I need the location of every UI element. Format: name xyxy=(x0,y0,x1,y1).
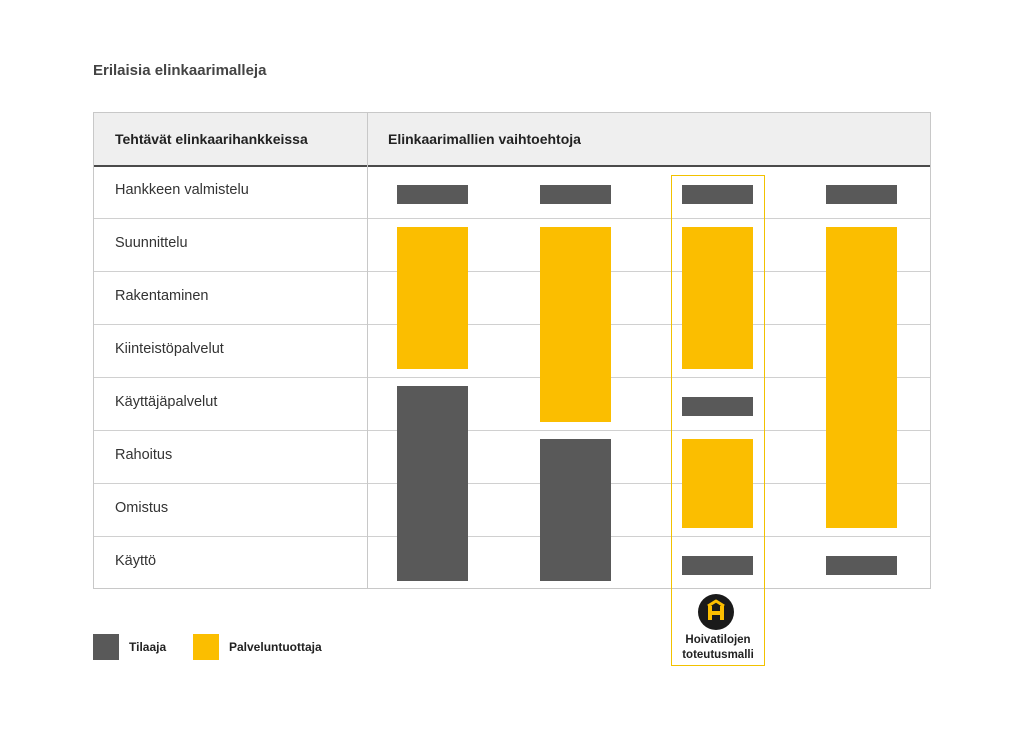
legend-swatch xyxy=(193,634,219,660)
model-3-palveluntuottaja-bar xyxy=(682,439,753,528)
model-4-tilaaja-bar xyxy=(826,556,897,575)
model-3-tilaaja-bar xyxy=(682,556,753,575)
table-row: Suunnittelu xyxy=(94,218,930,272)
table-row: Käyttö xyxy=(94,536,930,589)
legend-label: Palveluntuottaja xyxy=(229,640,322,654)
model-3-palveluntuottaja-bar xyxy=(682,227,753,369)
page-title: Erilaisia elinkaarimalleja xyxy=(93,62,267,79)
model-1-tilaaja-bar xyxy=(397,386,468,581)
row-label: Rakentaminen xyxy=(115,288,209,304)
legend-label: Tilaaja xyxy=(129,640,167,654)
model-2-tilaaja-bar xyxy=(540,439,611,581)
highlighted-model-name: Hoivatilojen toteutusmalli xyxy=(682,634,754,661)
model-3-tilaaja-bar xyxy=(682,397,753,416)
table-row: Omistus xyxy=(94,483,930,537)
model-4-tilaaja-bar xyxy=(826,185,897,204)
model-4-palveluntuottaja-bar xyxy=(826,227,897,528)
column-divider xyxy=(367,113,368,588)
table-row: Käyttäjäpalvelut xyxy=(94,377,930,431)
table-header: Tehtävät elinkaarihankkeissa Elinkaarima… xyxy=(94,113,930,167)
model-1-tilaaja-bar xyxy=(397,185,468,204)
row-label: Rahoitus xyxy=(115,447,173,463)
header-tasks: Tehtävät elinkaarihankkeissa xyxy=(115,131,308,147)
table-row: Rakentaminen xyxy=(94,271,930,325)
row-label: Hankkeen valmistelu xyxy=(115,182,249,198)
legend-swatch xyxy=(93,634,119,660)
row-label: Omistus xyxy=(115,500,169,516)
model-2-tilaaja-bar xyxy=(540,185,611,204)
model-1-palveluntuottaja-bar xyxy=(397,227,468,369)
row-label: Käyttäjäpalvelut xyxy=(115,394,218,410)
lifecycle-table: Tehtävät elinkaarihankkeissa Elinkaarima… xyxy=(93,112,931,589)
table-row: Kiinteistöpalvelut xyxy=(94,324,930,378)
table-row: Hankkeen valmistelu xyxy=(94,165,930,219)
row-label: Kiinteistöpalvelut xyxy=(115,341,224,357)
model-2-palveluntuottaja-bar xyxy=(540,227,611,422)
row-label: Suunnittelu xyxy=(115,235,188,251)
highlighted-model-frame xyxy=(671,175,765,666)
h-house-logo-icon xyxy=(698,594,734,630)
table-row: Rahoitus xyxy=(94,430,930,484)
row-label: Käyttö xyxy=(115,553,157,569)
model-3-tilaaja-bar xyxy=(682,185,753,204)
header-models: Elinkaarimallien vaihtoehtoja xyxy=(388,131,581,147)
